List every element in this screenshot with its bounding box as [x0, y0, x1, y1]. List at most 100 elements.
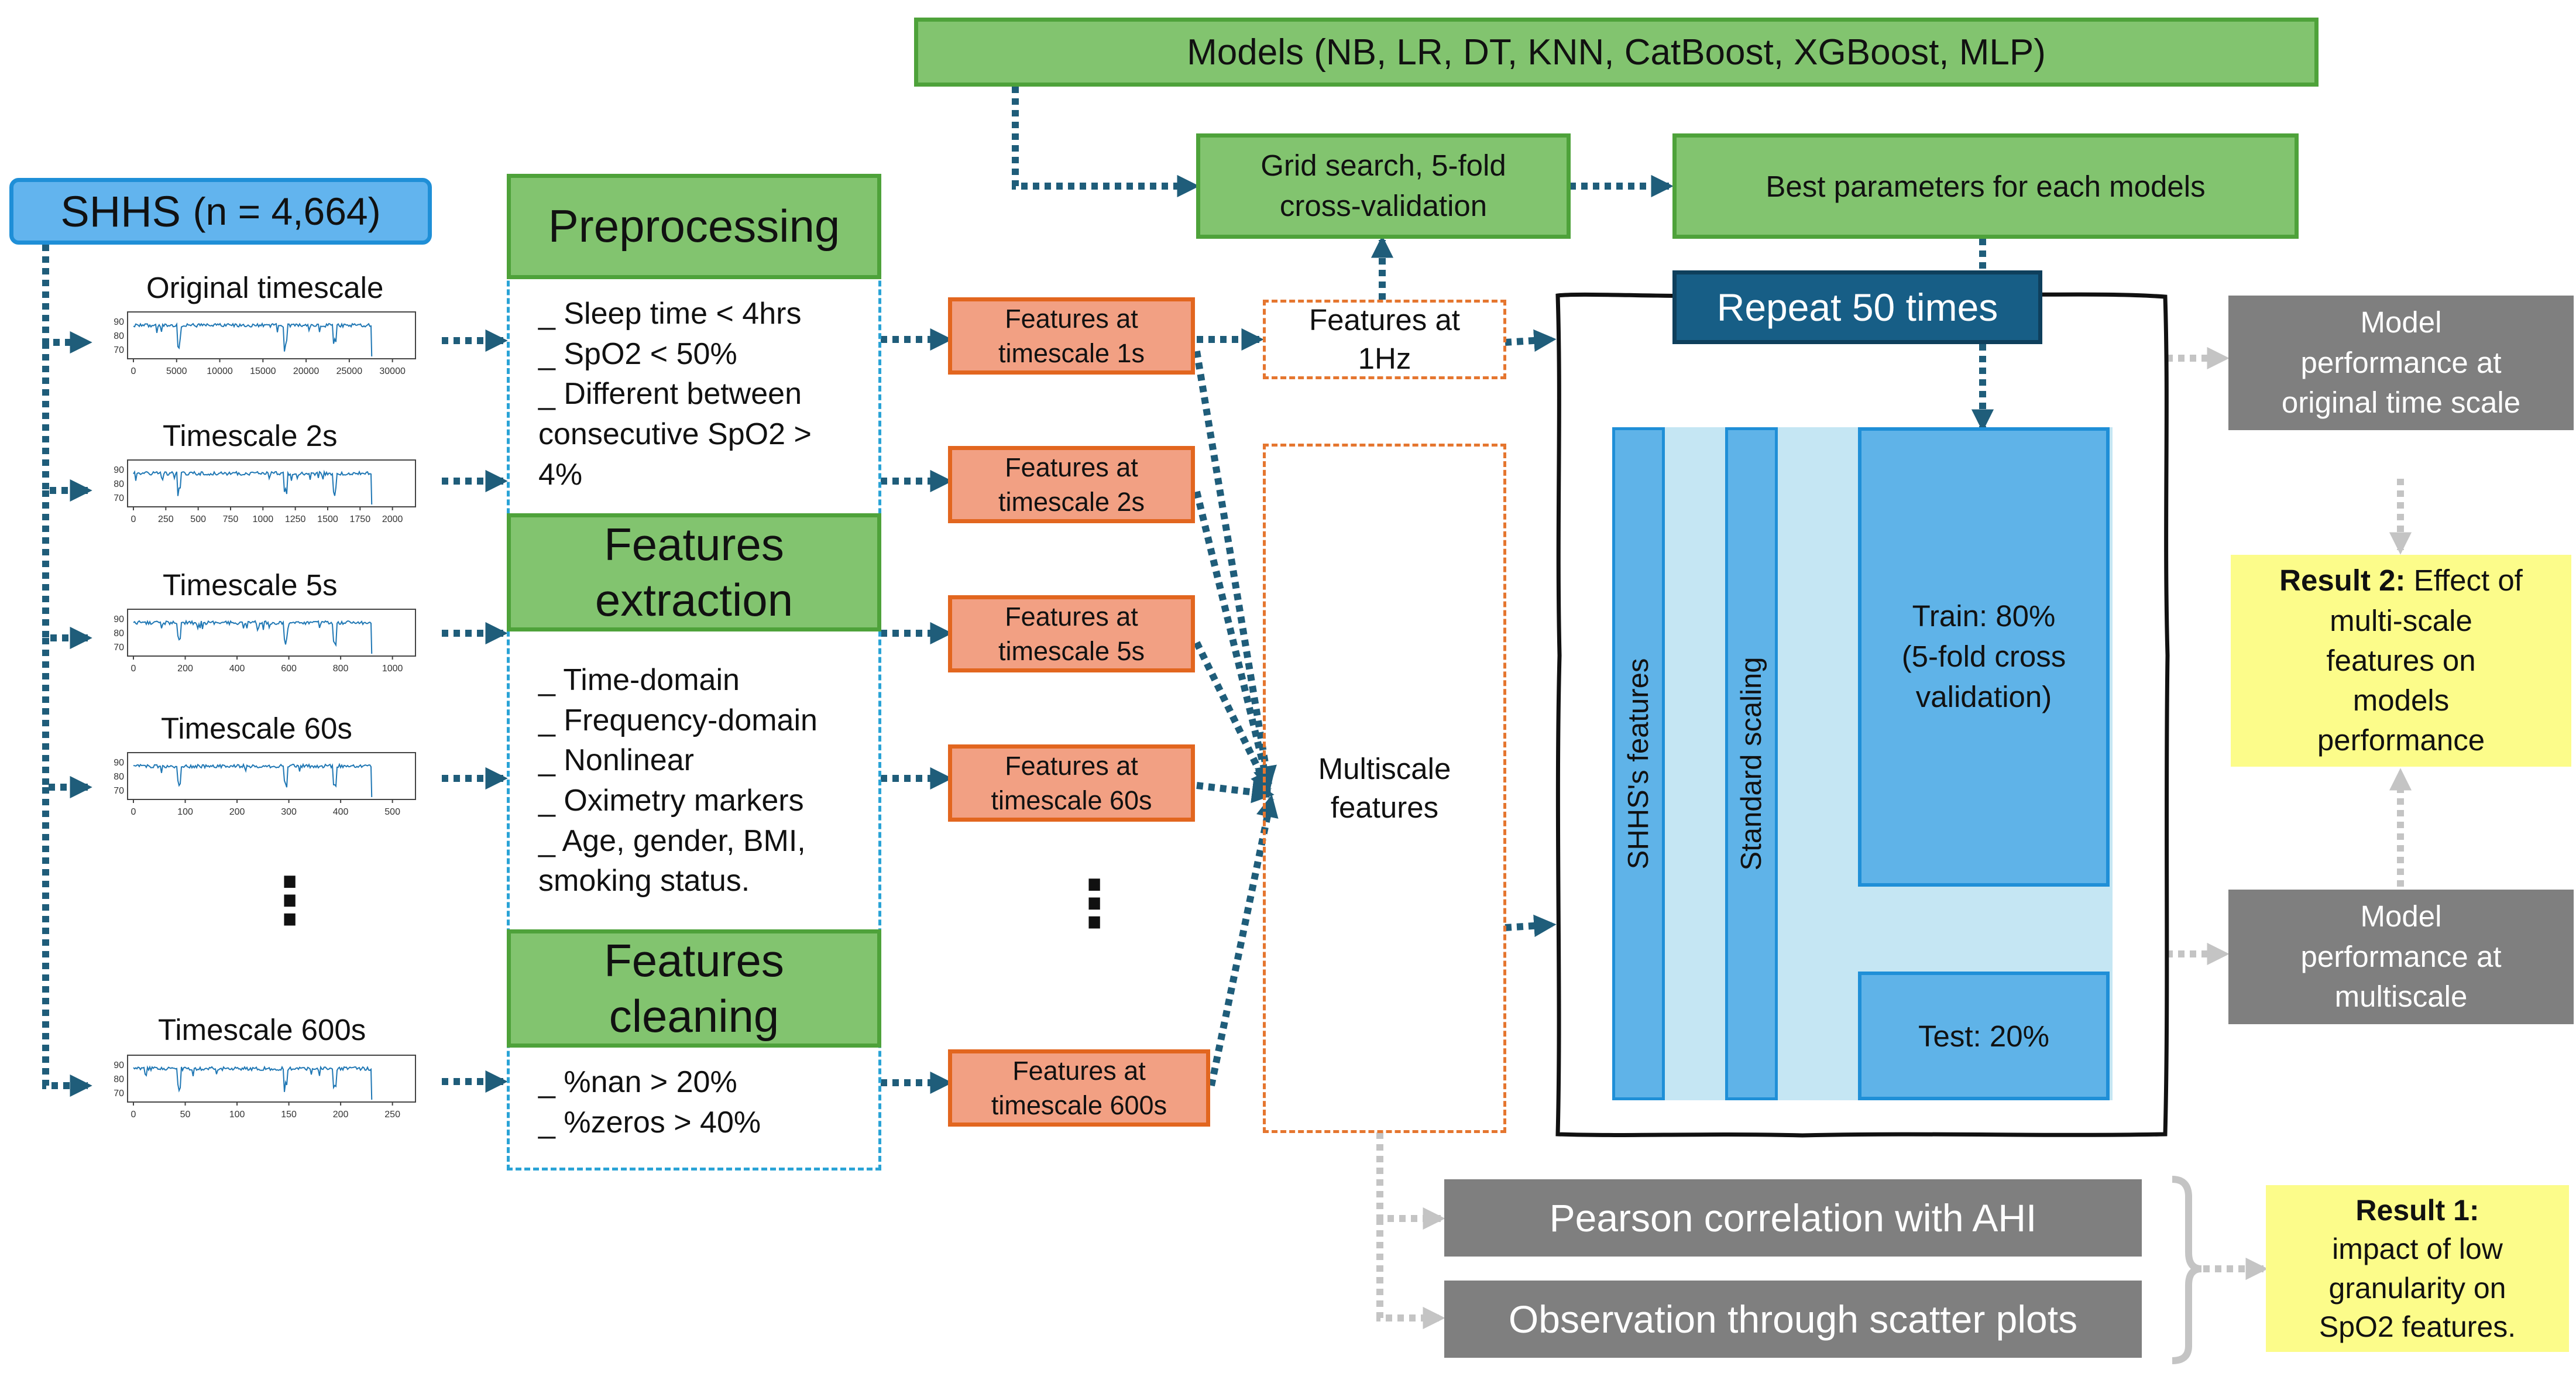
spo2-trace	[133, 619, 373, 654]
spo2-trace	[133, 322, 373, 357]
result-1-heading: Result 1:	[2355, 1193, 2479, 1227]
x-tick-label: 500	[384, 807, 400, 817]
result-2-line1: Effect of	[2405, 564, 2523, 598]
x-tick-label: 750	[223, 514, 239, 524]
y-tick-label: 90	[114, 615, 124, 624]
y-tick-label: 80	[114, 772, 124, 782]
features-1hz-line2: 1Hz	[1358, 342, 1411, 375]
features-60s-line2: timescale 60s	[991, 785, 1152, 815]
models-label: Models (NB, LR, DT, KNN, CatBoost, XGBoo…	[1187, 32, 2046, 73]
x-tick-label: 1250	[285, 514, 306, 524]
x-tick-label: 15000	[250, 366, 276, 376]
criterion-difference: _ Different between	[538, 377, 802, 411]
criterion-nan: _ %nan > 20%	[538, 1065, 737, 1099]
shhs-features-label: SHHS's features	[1623, 658, 1654, 870]
features-extraction-title-1: Features	[604, 518, 784, 570]
criterion-sleep-time: _ Sleep time < 4hrs	[538, 297, 802, 331]
chart-frame	[127, 1055, 416, 1103]
x-tick-label: 300	[281, 807, 297, 817]
features-60s-box: Features at timescale 60s	[948, 744, 1195, 822]
result-2-heading: Result 2:	[2279, 564, 2406, 598]
x-tick-label: 100	[229, 1110, 245, 1120]
result-1-line2: impact of low	[2332, 1233, 2503, 1265]
feature-type-demographics: _ Age, gender, BMI,	[538, 823, 806, 858]
cleaning-criteria: _ %nan > 20% _ %zeros > 40%	[538, 1062, 761, 1142]
x-tick-label: 200	[333, 1110, 349, 1120]
features-cleaning-title-2: cleaning	[609, 990, 779, 1042]
y-tick-label: 70	[114, 786, 124, 796]
multiscale-line2: features	[1330, 791, 1439, 824]
x-tick-label: 5000	[166, 366, 187, 376]
result-2-box: Result 2: Effect of multi-scale features…	[2231, 555, 2571, 767]
shhs-features-bar	[1612, 427, 1665, 1100]
preprocessing-criteria: _ Sleep time < 4hrs _ SpO2 < 50% _ Diffe…	[538, 294, 812, 495]
chart-frame	[127, 609, 416, 657]
shhs-count: (n = 4,664)	[193, 190, 381, 233]
x-tick-label: 0	[131, 514, 136, 524]
timescale-title-2s: Timescale 2s	[163, 419, 338, 452]
x-tick-label: 150	[281, 1110, 297, 1120]
pearson-label: Pearson correlation with AHI	[1549, 1196, 2037, 1240]
x-tick-label: 0	[131, 366, 136, 376]
x-tick-label: 250	[384, 1110, 400, 1120]
train-box: Train: 80% (5-fold cross validation)	[1858, 427, 2110, 887]
x-tick-label: 20000	[293, 366, 320, 376]
x-tick-label: 50	[180, 1110, 191, 1120]
models-box: Models (NB, LR, DT, KNN, CatBoost, XGBoo…	[914, 18, 2319, 87]
y-tick-label: 80	[114, 331, 124, 341]
result-2-line5: performance	[2317, 723, 2485, 757]
x-tick-label: 0	[131, 807, 136, 817]
features-cleaning-header: Features cleaning	[507, 929, 881, 1048]
features-5s-line2: timescale 5s	[998, 636, 1145, 666]
x-tick-label: 600	[281, 664, 297, 674]
test-label: Test: 20%	[1918, 1019, 2049, 1053]
perf-original-line2: performance at	[2300, 345, 2502, 379]
perf-multi-line1: Model	[2360, 899, 2442, 933]
performance-original-box: Model performance at original time scale	[2228, 296, 2574, 430]
criterion-zeros: _ %zeros > 40%	[538, 1105, 761, 1139]
y-tick-label: 90	[114, 1060, 124, 1070]
x-tick-label: 1500	[317, 514, 338, 524]
result-1-box: Result 1: impact of low granularity on S…	[2266, 1185, 2569, 1352]
feature-type-frequency: _ Frequency-domain	[538, 703, 818, 737]
multiscale-line1: Multiscale	[1318, 751, 1451, 785]
standard-scaling-label: Standard scaling	[1736, 657, 1767, 871]
grid-search-box: Grid search, 5-fold cross-validation	[1196, 133, 1571, 239]
features-1hz-box: Features at 1Hz	[1263, 300, 1506, 379]
features-600s-line2: timescale 600s	[991, 1090, 1167, 1120]
x-tick-label: 250	[158, 514, 174, 524]
scatter-plots-box: Observation through scatter plots	[1444, 1281, 2142, 1358]
y-tick-label: 80	[114, 1075, 124, 1084]
y-tick-label: 90	[114, 758, 124, 768]
repeat-frame	[1555, 292, 2170, 1138]
x-tick-label: 400	[229, 664, 245, 674]
perf-original-line1: Model	[2360, 305, 2442, 339]
features-2s-box: Features at timescale 2s	[948, 446, 1195, 523]
ellipsis-features: ⋮	[1062, 868, 1126, 940]
y-tick-label: 80	[114, 629, 124, 639]
x-tick-label: 500	[190, 514, 206, 524]
result-1-line4: SpO2 features.	[2319, 1310, 2516, 1343]
criterion-spo2: _ SpO2 < 50%	[538, 337, 737, 371]
train-line2: (5-fold cross	[1901, 640, 2066, 674]
x-tick-label: 1000	[382, 664, 403, 674]
best-parameters-box: Best parameters for each models	[1672, 133, 2299, 239]
repeat-label: Repeat 50 times	[1716, 286, 1998, 329]
timescale-title-600s: Timescale 600s	[158, 1013, 366, 1046]
grid-search-line1: Grid search, 5-fold	[1260, 149, 1506, 183]
spo2-trace	[133, 1065, 373, 1100]
perf-multi-line3: multiscale	[2334, 980, 2468, 1014]
y-tick-label: 70	[114, 493, 124, 503]
timescale-title-original: Original timescale	[146, 271, 384, 304]
best-parameters-label: Best parameters for each models	[1766, 169, 2206, 203]
feature-type-time: _ Time-domain	[538, 663, 740, 697]
pearson-correlation-box: Pearson correlation with AHI	[1444, 1179, 2142, 1257]
features-5s-box: Features at timescale 5s	[948, 595, 1195, 672]
features-1s-line1: Features at	[1005, 303, 1138, 334]
performance-multiscale-box: Model performance at multiscale	[2228, 890, 2574, 1024]
features-2s-line2: timescale 2s	[998, 487, 1145, 517]
ellipsis-timescales: ⋮	[257, 865, 322, 937]
